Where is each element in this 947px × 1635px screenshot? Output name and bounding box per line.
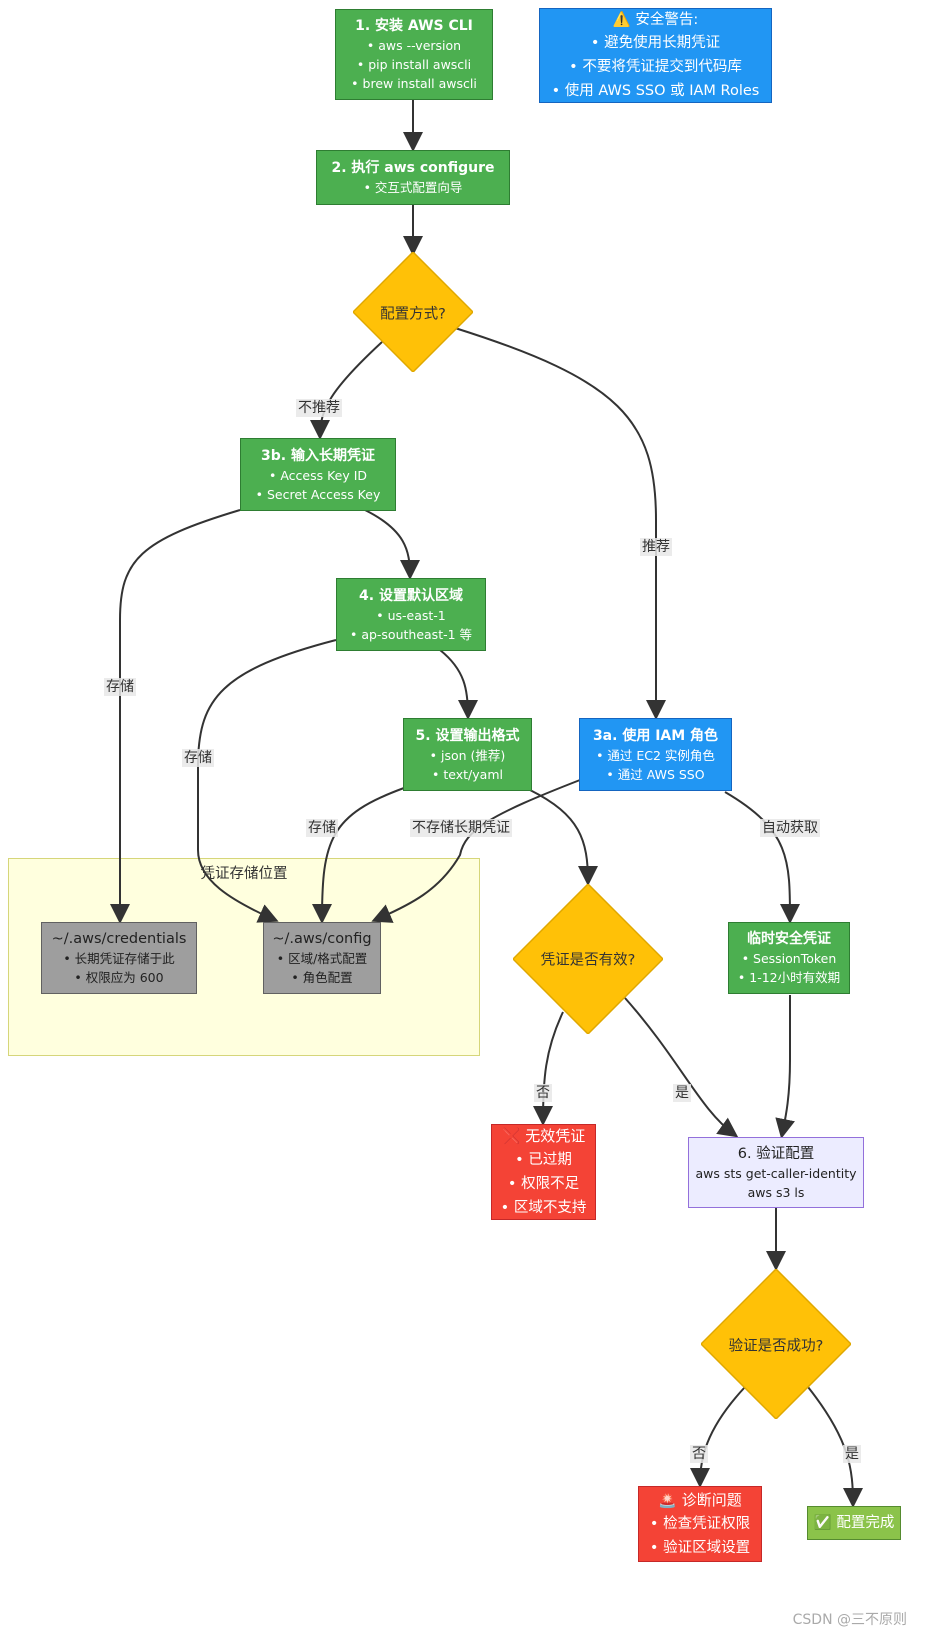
node-title: 1. 安装 AWS CLI — [355, 18, 473, 34]
edge-label-no-success: 否 — [690, 1445, 708, 1463]
config-file-node: ~/.aws/config • 区域/格式配置 • 角色配置 — [263, 922, 381, 994]
node-line: • 使用 AWS SSO 或 IAM Roles — [551, 82, 760, 99]
edge-success-diagnose — [690, 1386, 746, 1488]
edge-output-configfile — [312, 787, 405, 924]
default-region-node: 4. 设置默认区域 • us-east-1 • ap-southeast-1 等 — [336, 578, 486, 651]
output-format-node: 5. 设置输出格式 • json (推荐) • text/yaml — [403, 718, 532, 791]
cluster-title: 凭证存储位置 — [200, 866, 288, 882]
node-title: ~/.aws/config — [272, 931, 372, 947]
config-done-node: ✅ 配置完成 — [807, 1506, 901, 1540]
node-line: • 权限不足 — [507, 1176, 580, 1192]
diamond-label: 验证是否成功? — [728, 1338, 824, 1355]
config-method-diamond — [353, 252, 473, 372]
node-line: • 长期凭证存储于此 — [63, 951, 175, 966]
node-line: • 验证区域设置 — [649, 1540, 751, 1556]
node-line: • 已过期 — [515, 1152, 572, 1168]
node-line: • 不要将凭证提交到代码库 — [569, 58, 742, 75]
node-line: • Secret Access Key — [255, 486, 381, 502]
node-line: • 避免使用长期凭证 — [590, 34, 721, 51]
watermark: CSDN @三不原则 — [792, 1612, 907, 1628]
node-line: • 1-12小时有效期 — [737, 970, 841, 985]
node-line: • aws --version — [366, 38, 462, 53]
edge-label-store-output: 存储 — [306, 819, 338, 837]
edge-method-longterm — [310, 341, 383, 440]
node-line: • 通过 EC2 实例角色 — [596, 747, 715, 763]
edge-region-configfile — [197, 639, 337, 923]
edge-label-store-credentials: 存储 — [104, 678, 136, 696]
node-line: aws sts get-caller-identity — [695, 1165, 857, 1181]
edge-iam-configfile — [371, 779, 581, 923]
node-line: • pip install awscli — [356, 57, 472, 72]
verify-config-node: 6. 验证配置 aws sts get-caller-identity aws … — [688, 1137, 864, 1208]
node-title: ✅ 配置完成 — [813, 1515, 895, 1531]
node-title: 4. 设置默认区域 — [359, 587, 463, 604]
node-title: 6. 验证配置 — [737, 1145, 815, 1162]
diagnose-node: 🚨 诊断问题 • 检查凭证权限 • 验证区域设置 — [638, 1486, 762, 1562]
edge-label-not-recommended: 不推荐 — [296, 399, 342, 417]
edge-label-auto-fetch: 自动获取 — [760, 819, 820, 837]
node-line: • brew install awscli — [351, 76, 477, 91]
node-line: • 角色配置 — [291, 970, 353, 985]
edge-iam-tempcred — [724, 791, 800, 924]
edge-method-iam — [454, 327, 666, 720]
longterm-credentials-node: 3b. 输入长期凭证 • Access Key ID • Secret Acce… — [240, 438, 396, 511]
aws-configure-node: 2. 执行 aws configure • 交互式配置向导 — [316, 150, 510, 205]
verify-success-diamond — [701, 1269, 851, 1419]
edge-longterm-region — [364, 509, 420, 580]
node-title: 3b. 输入长期凭证 — [261, 447, 375, 464]
node-line: aws s3 ls — [747, 1184, 805, 1200]
iam-role-node: 3a. 使用 IAM 角色 • 通过 EC2 实例角色 • 通过 AWS SSO — [579, 718, 732, 791]
node-line: • 权限应为 600 — [74, 970, 164, 985]
node-title: 🚨 诊断问题 — [658, 1491, 742, 1509]
install-cli-node: 1. 安装 AWS CLI • aws --version • pip inst… — [335, 9, 493, 100]
node-line: • 检查凭证权限 — [649, 1516, 751, 1532]
temp-credentials-node: 临时安全凭证 • SessionToken • 1-12小时有效期 — [728, 922, 850, 994]
node-title: 3a. 使用 IAM 角色 — [592, 727, 719, 744]
edge-tempcred-verify — [775, 995, 795, 1139]
node-line: • 交互式配置向导 — [363, 180, 463, 195]
edge-label-yes-success: 是 — [843, 1445, 861, 1463]
diamond-label: 凭证是否有效? — [540, 952, 636, 969]
credentials-file-node: ~/.aws/credentials • 长期凭证存储于此 • 权限应为 600 — [41, 922, 197, 994]
node-title: ⚠️ 安全警告: — [612, 11, 699, 28]
edge-output-valid — [529, 789, 598, 886]
node-line: • Access Key ID — [268, 467, 368, 483]
node-title: ❌ 无效凭证 — [501, 1127, 586, 1145]
node-line: • json (推荐) — [429, 747, 506, 763]
credentials-valid-diamond — [513, 884, 663, 1034]
node-line: • 区域不支持 — [500, 1200, 587, 1216]
node-title: 5. 设置输出格式 — [415, 727, 520, 744]
node-line: • 区域/格式配置 — [276, 951, 368, 966]
node-line: • text/yaml — [432, 766, 503, 782]
node-line: • SessionToken — [741, 951, 837, 966]
edge-region-output — [439, 649, 478, 720]
edge-label-no-valid: 否 — [534, 1084, 552, 1102]
edge-valid-invalid — [533, 1011, 564, 1126]
invalid-credentials-node: ❌ 无效凭证 • 已过期 • 权限不足 • 区域不支持 — [491, 1124, 596, 1220]
edge-label-yes-valid: 是 — [673, 1084, 691, 1102]
node-title: 临时安全凭证 — [747, 931, 831, 947]
edge-longterm-credfile — [110, 509, 241, 924]
node-line: • us-east-1 — [376, 607, 446, 623]
edge-label-recommended: 推荐 — [640, 538, 672, 556]
node-line: • ap-southeast-1 等 — [349, 626, 473, 642]
node-title: 2. 执行 aws configure — [331, 160, 495, 176]
diamond-label: 配置方式? — [380, 306, 446, 323]
security-warning-node: ⚠️ 安全警告: • 避免使用长期凭证 • 不要将凭证提交到代码库 • 使用 A… — [539, 8, 772, 103]
edge-valid-verify — [624, 997, 739, 1138]
node-title: ~/.aws/credentials — [51, 931, 187, 947]
edge-label-store-region: 存储 — [182, 749, 214, 767]
edge-label-no-long-store: 不存储长期凭证 — [410, 819, 512, 837]
node-line: • 通过 AWS SSO — [606, 766, 705, 782]
